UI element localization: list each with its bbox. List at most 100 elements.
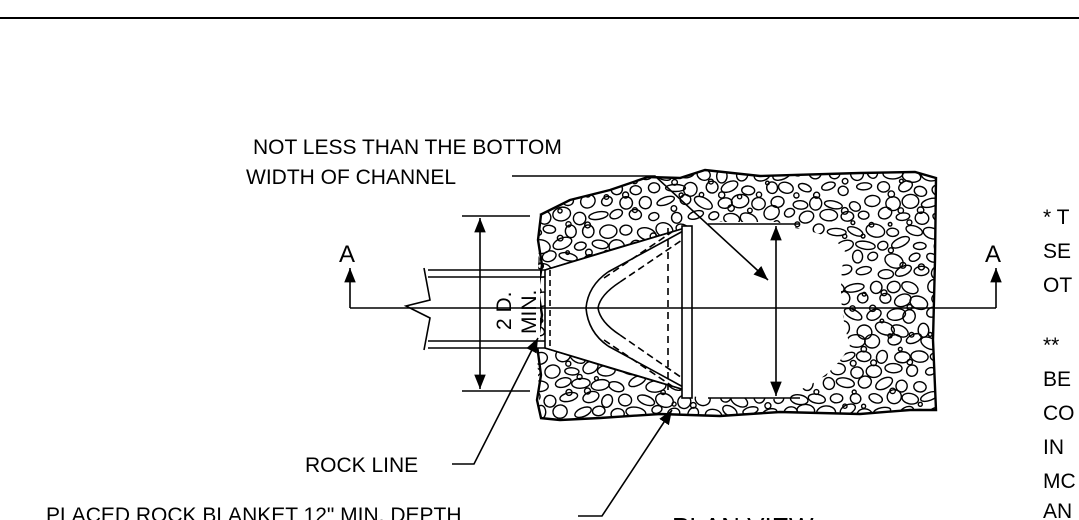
rock-stone (720, 180, 739, 194)
rock-stone (751, 196, 766, 211)
rock-stone (876, 180, 891, 193)
rock-stone (882, 418, 902, 420)
rock-stone (857, 375, 873, 389)
rock-stone (865, 223, 886, 238)
rock-stone (864, 333, 881, 349)
rock-stone (884, 253, 904, 269)
rock-stone (552, 206, 572, 222)
rock-stone (770, 195, 785, 209)
rock-pebble (879, 318, 885, 324)
rock-pebble (746, 207, 753, 214)
section-line-a-a (344, 268, 1002, 309)
rock-stone (856, 324, 873, 340)
rock-blanket-label: PLACED ROCK BLANKET 12" MIN. DEPTH (46, 504, 462, 520)
rock-stone (647, 182, 661, 194)
rock-stone (763, 204, 780, 221)
rock-stone (855, 240, 876, 251)
rock-stone (899, 421, 919, 436)
rock-stone (654, 170, 672, 181)
rock-stone (562, 420, 579, 432)
rock-line-label: ROCK LINE (305, 454, 418, 477)
rock-stone (670, 211, 683, 224)
rock-stone (617, 393, 633, 407)
rock-stone (840, 210, 855, 222)
rock-stone (902, 308, 916, 324)
bottom-width-note-line2: WIDTH OF CHANNEL (246, 166, 456, 189)
rock-pebble (937, 403, 943, 409)
rock-pebble (906, 358, 914, 366)
rock-stone (877, 269, 895, 280)
rock-stone (893, 293, 912, 308)
rock-stone (886, 280, 901, 294)
note2-line5: MC (1043, 470, 1076, 493)
section-marker-left: A (339, 241, 355, 268)
rock-stone (920, 197, 936, 209)
rock-stone (910, 350, 929, 363)
rock-stone (895, 379, 908, 393)
rock-stone (808, 170, 822, 180)
rock-stone (839, 351, 856, 363)
rock-stone (656, 195, 676, 207)
rock-stone (866, 308, 882, 321)
note2-line6: AN (1043, 500, 1072, 520)
rock-stone (837, 185, 849, 197)
rock-stone (792, 200, 809, 210)
rock-stone (543, 394, 557, 408)
rock-stone (797, 182, 812, 193)
note2-line3: CO (1043, 402, 1075, 425)
rock-line (535, 214, 544, 419)
rock-stone (582, 390, 600, 404)
rock-stone (901, 392, 920, 405)
rock-stone (567, 180, 588, 195)
rock-stone (536, 224, 543, 237)
rock-blanket-outline (539, 168, 938, 422)
rock-stone (541, 250, 557, 263)
rock-stone (572, 211, 587, 226)
channel-width-dimension (708, 223, 800, 399)
rock-stone (536, 170, 540, 182)
rock-pebble (660, 389, 666, 396)
rock-stone (590, 378, 611, 391)
rock-stone (542, 224, 557, 234)
rock-stone (777, 181, 794, 194)
rock-stone (890, 235, 911, 249)
rock-stone (928, 406, 936, 420)
rock-pebble (850, 220, 856, 226)
rock-stone (887, 334, 902, 346)
rock-pebble (887, 221, 893, 227)
rock-stone (789, 420, 805, 437)
rock-stone (730, 193, 750, 209)
rock-stone (796, 403, 816, 418)
rock-stone (932, 212, 936, 225)
rock-stone (552, 236, 573, 251)
rock-pebble (880, 289, 888, 297)
rock-stone (898, 180, 914, 193)
rock-pebble (906, 219, 913, 226)
rock-stone (715, 170, 728, 184)
note2-line2: BE (1043, 368, 1071, 391)
rock-stone (914, 211, 930, 226)
rock-stone (875, 349, 889, 364)
rock-pebble (887, 247, 895, 254)
rock-stone (552, 404, 568, 419)
rock-stone (894, 351, 911, 364)
rock-stone (886, 227, 900, 238)
rock-stone (848, 201, 862, 212)
bottom-width-note-line1: NOT LESS THAN THE BOTTOM (253, 136, 562, 159)
rock-stone (821, 181, 836, 191)
rock-pebble (583, 387, 592, 395)
rock-stone (708, 211, 720, 221)
rock-pebble (557, 208, 563, 214)
note1-line3: OT (1043, 274, 1072, 297)
rock-pebble (900, 431, 904, 435)
note1-line2: SE (1043, 240, 1071, 263)
rock-stone (846, 333, 866, 348)
rock-stone (867, 419, 882, 434)
rock-pebble (849, 415, 856, 420)
rock-pebble (565, 360, 572, 367)
rock-stone (619, 224, 633, 236)
rock-stone (771, 420, 790, 436)
rock-pebble (927, 331, 933, 337)
rock-stone (536, 179, 550, 195)
rock-stone (588, 210, 609, 221)
